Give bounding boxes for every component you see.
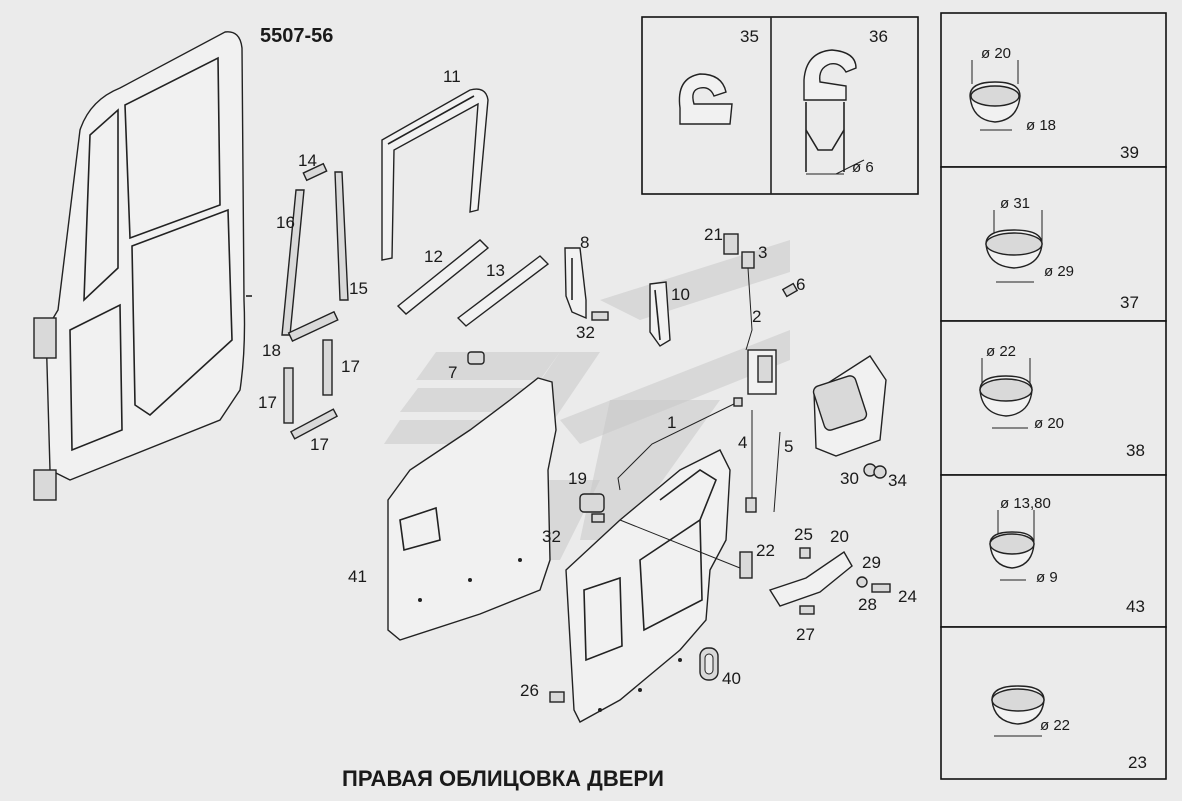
door-frame [33,31,252,501]
window-regulator [649,281,671,347]
callout-7: 7 [448,363,457,382]
callout-4: 4 [738,433,747,452]
dim-top: ø 13,80 [1000,495,1051,512]
callout-21: 21 [704,225,723,244]
callout-27: 27 [796,625,815,644]
clip-35-drawing [678,73,733,125]
callout-32a: 32 [576,323,595,342]
callout-34: 34 [888,471,907,490]
handle-panel [812,355,887,479]
callout-12: 12 [424,247,443,266]
callout-20: 20 [830,527,849,546]
window-guide [564,247,609,321]
callout-8: 8 [580,233,589,252]
side-panel-4: ø 13,80 ø 9 43 [940,474,1167,628]
glass-rails [396,239,550,327]
panel-number: 37 [1120,293,1139,312]
panel-number: 39 [1120,143,1139,162]
inset-dim-36: ø 6 [852,159,874,176]
side-panel-1: ø 20 ø 18 39 [940,12,1167,168]
callout-5: 5 [784,437,793,456]
callout-1: 1 [667,413,676,432]
clip-36-drawing [803,49,857,101]
inset-label-36: 36 [869,27,888,46]
callout-labels: 1 2 3 4 5 6 7 8 10 11 12 13 14 15 16 17 … [258,67,917,700]
dim-bottom: ø 9 [1036,569,1058,586]
callout-6: 6 [796,275,805,294]
dim-bottom: ø 18 [1026,117,1056,134]
clip [467,351,485,365]
window-seal [381,88,489,261]
dim-top: ø 31 [1000,195,1030,212]
callout-2: 2 [752,307,761,326]
callout-22: 22 [756,541,775,560]
callout-29: 29 [862,553,881,572]
callout-41: 41 [348,567,367,586]
callout-19: 19 [568,469,587,488]
callout-17a: 17 [341,357,360,376]
grommet-40 [699,647,719,681]
side-panel-5: ø 22 23 [940,626,1167,780]
inset-label-35: 35 [740,27,759,46]
side-panel-2: ø 31 ø 29 37 [940,166,1167,322]
callout-17b: 17 [258,393,277,412]
callout-14: 14 [298,151,317,170]
callout-26: 26 [520,681,539,700]
latch-parts [723,233,799,395]
callout-13: 13 [486,261,505,280]
callout-3: 3 [758,243,767,262]
handle-lever [549,493,891,703]
trim-panel-41 [387,377,557,641]
side-panel-3: ø 22 ø 20 38 [940,320,1167,476]
callout-28: 28 [858,595,877,614]
panel-number: 23 [1128,753,1147,772]
dim-top: ø 20 [981,45,1011,62]
callout-18: 18 [262,341,281,360]
callout-25: 25 [794,525,813,544]
callout-32b: 32 [542,527,561,546]
diagram-title: ПРАВАЯ ОБЛИЦОВКА ДВЕРИ [342,766,664,791]
callout-17c: 17 [310,435,329,454]
dim-bottom: ø 22 [1040,717,1070,734]
callout-11: 11 [443,67,461,86]
panel-number: 38 [1126,441,1145,460]
callout-15: 15 [349,279,368,298]
seal-strips [281,162,349,440]
trim-panel-main [565,449,731,723]
dim-bottom: ø 29 [1044,263,1074,280]
callout-16: 16 [276,213,295,232]
dim-bottom: ø 20 [1034,415,1064,432]
callout-24: 24 [898,587,917,606]
callout-30: 30 [840,469,859,488]
callout-10: 10 [671,285,690,304]
inset-clips-box: 35 36 ø 6 [641,16,919,195]
dim-top: ø 22 [986,343,1016,360]
diagram-code: 5507-56 [260,25,333,47]
panel-number: 43 [1126,597,1145,616]
callout-40: 40 [722,669,741,688]
linkage-rods [617,397,781,513]
